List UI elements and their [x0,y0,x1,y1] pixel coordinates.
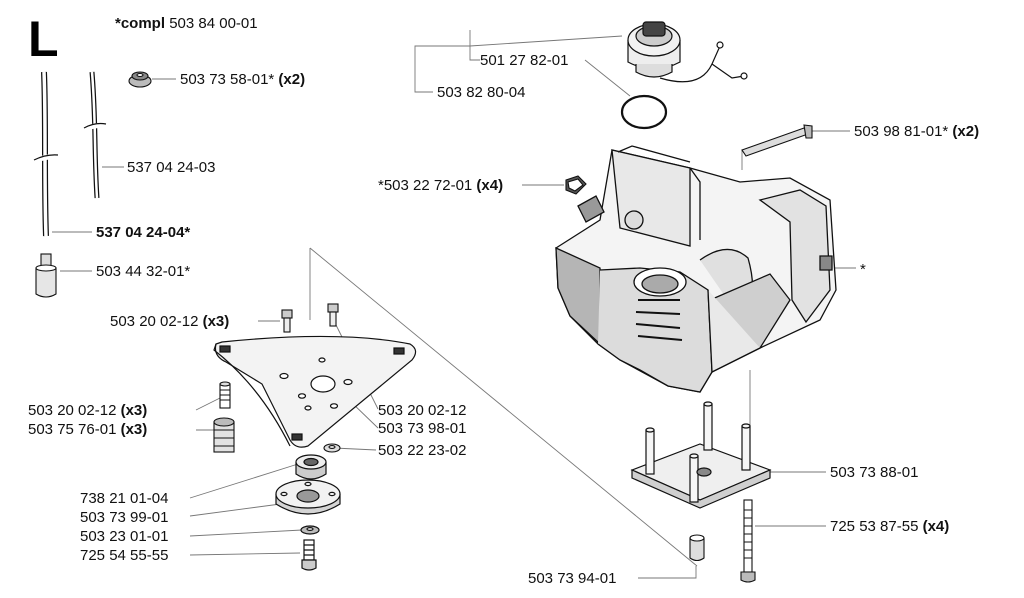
label-cap-inner: 501 27 82-01 [480,53,568,68]
label-hose-thin: 537 04 24-03 [127,160,215,175]
base-plate [630,401,772,509]
fuel-filter [35,253,57,298]
label-text: 738 21 01-04 [80,490,169,507]
lower-stack [275,454,341,571]
label-sleeve: 503 73 94-01 [528,571,616,586]
label-text: 503 82 80-04 [437,84,526,101]
label-plate-right: 503 73 98-01 [378,421,466,436]
clip [565,175,587,195]
label-filter: 503 44 32-01* [96,264,190,279]
label-qty: (x3) [202,313,230,330]
label-screw-left: 503 20 02-12 (x3) [28,403,147,418]
sleeve [689,534,705,562]
long-bolt [740,499,756,583]
right-washer [323,443,341,453]
label-text: 503 73 98-01 [378,420,467,437]
label-bolt-small: 725 54 55-55 [80,548,168,563]
label-text: 501 27 82-01 [480,52,569,69]
label-qty: (x2) [952,123,980,140]
label-text: 725 54 55-55 [80,547,169,564]
label-long-bolt: 725 53 87-55 (x4) [830,519,949,534]
label-text: *503 22 72-01 [378,177,473,194]
label-qty: (x4) [476,177,504,194]
fuel-hoses [33,71,107,237]
label-base-plate: 503 73 88-01 [830,465,918,480]
label-tank-star: * [860,262,866,277]
label-text: 503 73 99-01 [80,509,169,526]
label-screw-right: 503 20 02-12 [378,403,466,418]
label-text: 503 20 02-12 [378,402,467,419]
label-washer-small: 503 23 01-01 [80,529,168,544]
label-hose-thick: 537 04 24-04* [96,225,190,240]
header-prefix: *compl [115,15,166,32]
label-text: 503 73 58-01* [180,71,275,88]
crankcase-housing [555,145,837,393]
label-text: 503 22 23-02 [378,442,467,459]
label-text: 503 73 88-01 [830,464,919,481]
label-qty: (x2) [278,71,306,88]
left-screw-and-damper [213,381,235,453]
label-bearing: 738 21 01-04 [80,491,168,506]
label-grommet: 503 73 58-01* (x2) [180,72,305,87]
label-text: 503 73 94-01 [528,570,617,587]
label-qty: (x3) [120,421,148,438]
top-bolt [741,124,813,157]
label-text: 503 75 76-01 [28,421,117,438]
label-cap-outer: 503 82 80-04 [437,85,525,100]
section-letter: L [28,11,59,67]
label-damper-left: 503 75 76-01 (x3) [28,422,147,437]
label-washer-right: 503 22 23-02 [378,443,466,458]
label-screw-plate: 503 20 02-12 (x3) [110,314,229,329]
label-text: 503 20 02-12 [110,313,199,330]
fuel-cap [620,21,748,130]
label-text: 503 44 32-01* [96,263,191,280]
label-top-bolt: 503 98 81-01* (x2) [854,124,979,139]
grommet [128,71,152,88]
label-qty: (x3) [120,402,148,419]
header-compl: *compl 503 84 00-01 [115,16,258,31]
label-text: 537 04 24-03 [127,159,216,176]
label-clip: *503 22 72-01 (x4) [378,178,503,193]
label-flange: 503 73 99-01 [80,510,168,525]
header-number: 503 84 00-01 [169,15,258,32]
label-text: 503 98 81-01* [854,123,949,140]
plate-screws [281,303,339,333]
label-text: 503 23 01-01 [80,528,169,545]
label-text: 537 04 24-04* [96,224,191,241]
label-text: 503 20 02-12 [28,402,117,419]
leader-lines [52,30,856,579]
label-text: * [860,261,866,278]
mounting-plate [213,335,417,448]
label-qty: (x4) [922,518,950,535]
label-text: 725 53 87-55 [830,518,919,535]
